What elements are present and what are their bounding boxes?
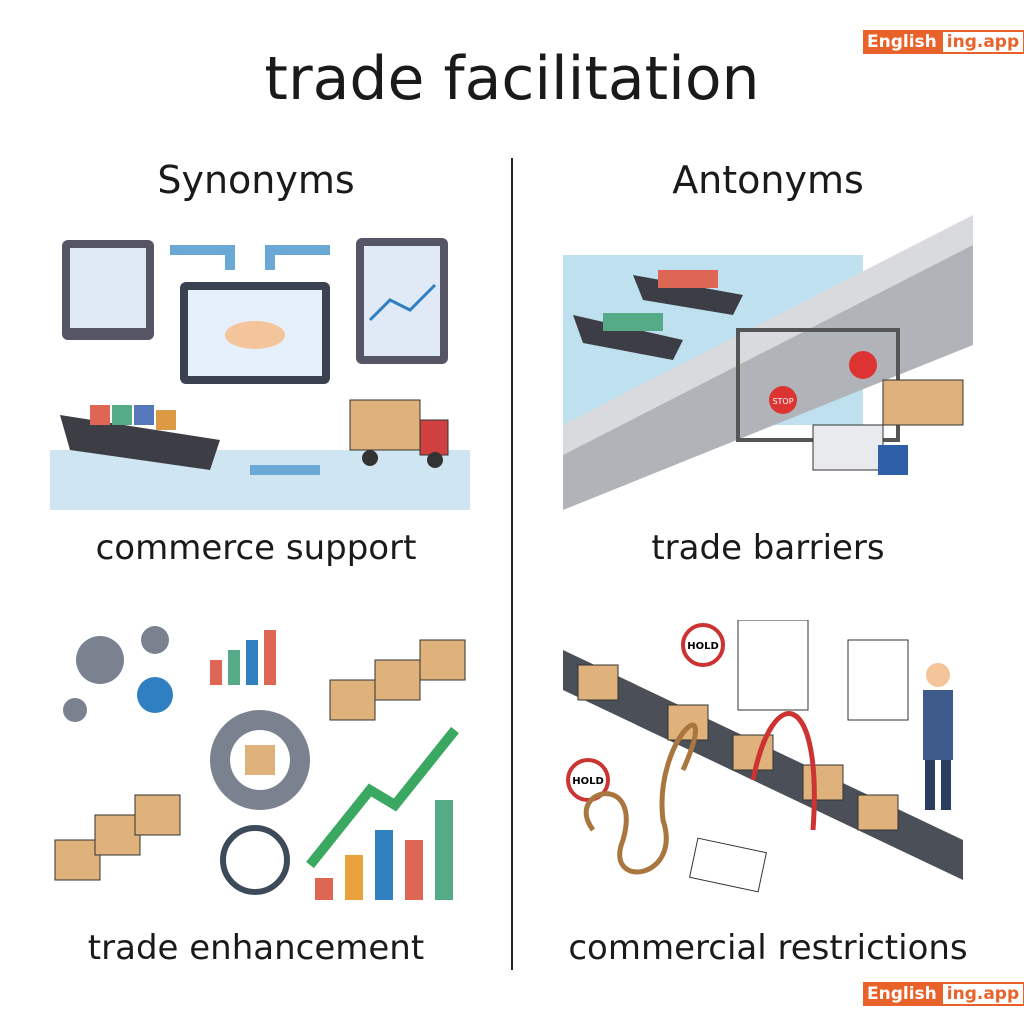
antonym-label-2: commercial restrictions	[568, 928, 968, 968]
logo-part2: ing.app	[940, 982, 1024, 1006]
page-title: trade facilitation	[264, 44, 760, 114]
stop-sign-text: STOP	[772, 397, 793, 406]
synonym-label-2: trade enhancement	[87, 928, 425, 968]
hold-sign-text-1: HOLD	[687, 641, 719, 652]
logo-part1: English	[863, 982, 941, 1006]
synonyms-heading: Synonyms	[157, 158, 355, 202]
synonym-label-1: commerce support	[95, 528, 417, 568]
antonyms-heading: Antonyms	[672, 158, 864, 202]
logo-part1: English	[863, 30, 941, 54]
antonym-label-1: trade barriers	[651, 528, 885, 568]
trade-enhancement-illustration	[54, 626, 466, 900]
commerce-support-illustration	[50, 238, 470, 510]
hold-sign-text-2: HOLD	[572, 776, 604, 787]
commercial-restrictions-illustration: HOLD HOLD	[563, 620, 963, 893]
column-divider	[511, 158, 513, 970]
trade-barriers-illustration: STOP	[563, 215, 973, 510]
logo-part2: ing.app	[940, 30, 1024, 54]
